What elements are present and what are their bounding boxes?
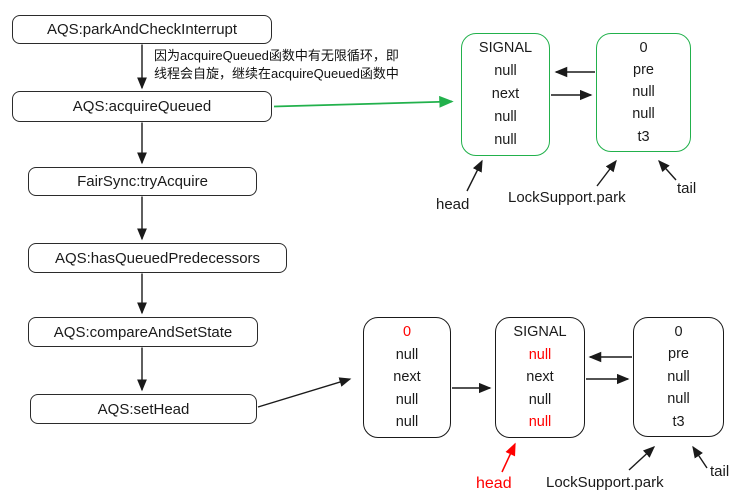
node-field: t3 xyxy=(672,413,685,430)
flow-box-park-and-check-interrupt: AQS:parkAndCheckInterrupt xyxy=(12,15,272,44)
node-field: null xyxy=(528,391,552,408)
node-field: pre xyxy=(668,346,689,363)
node-field: null xyxy=(632,106,655,123)
label-tail-after: tail xyxy=(710,463,730,480)
queue-after-node-tail: 0 pre null null t3 xyxy=(633,317,724,437)
flow-box-has-queued-predecessors: AQS:hasQueuedPredecessors xyxy=(28,243,287,273)
arrow-bottom-park-label xyxy=(628,446,656,471)
flow-box-set-head: AQS:setHead xyxy=(30,394,257,424)
node-field: 0 xyxy=(674,323,683,340)
node-field: null xyxy=(528,346,552,363)
node-field: null xyxy=(494,132,517,149)
label-head-after: head xyxy=(476,475,512,492)
node-field: null xyxy=(395,346,419,363)
queue-before-node-tail: 0 pre null null t3 xyxy=(596,33,691,152)
node-field: 0 xyxy=(402,324,412,341)
label-locksupport-park-before: LockSupport.park xyxy=(508,189,626,206)
node-field: 0 xyxy=(639,39,648,56)
node-field: null xyxy=(494,63,517,80)
arrow-top-tail-label xyxy=(658,159,677,181)
arrow-bottom-tail-label xyxy=(692,445,708,469)
node-field: next xyxy=(393,369,421,386)
arrow-bottom-head-label xyxy=(501,442,516,473)
annotation-line-2: 线程会自旋，继续在acquireQueued函数中 xyxy=(154,66,399,81)
node-field: null xyxy=(667,391,690,408)
node-field: null xyxy=(528,414,552,431)
node-field: SIGNAL xyxy=(478,40,533,57)
queue-after-node-new-head: SIGNAL null next null null xyxy=(495,317,585,438)
flow-box-acquire-queued: AQS:acquireQueued xyxy=(12,91,272,122)
annotation-note: 因为acquireQueued函数中有无限循环，即 线程会自旋，继续在acqui… xyxy=(154,47,399,83)
arrow-acquirequeued-to-head xyxy=(273,95,454,108)
label-head-before: head xyxy=(436,196,470,213)
node-field: null xyxy=(632,84,655,101)
arrow-top-head-label xyxy=(466,159,483,192)
node-field: pre xyxy=(633,62,654,79)
arrow-top-park-label xyxy=(596,159,617,187)
node-field: next xyxy=(491,86,520,103)
queue-before-node-head: SIGNAL null next null null xyxy=(461,33,550,156)
node-field: t3 xyxy=(637,128,650,145)
flow-box-compare-and-set-state: AQS:compareAndSetState xyxy=(28,317,258,347)
node-field: null xyxy=(395,414,419,431)
arrow-sethead-to-node xyxy=(257,377,352,408)
queue-after-node-old-head: 0 null next null null xyxy=(363,317,451,438)
node-field: null xyxy=(667,368,690,385)
node-field: null xyxy=(395,391,419,408)
node-field: SIGNAL xyxy=(513,324,567,341)
flow-box-try-acquire: FairSync:tryAcquire xyxy=(28,167,257,196)
label-locksupport-park-after: LockSupport.park xyxy=(546,474,664,491)
label-tail-before: tail xyxy=(677,180,697,197)
node-field: next xyxy=(526,369,554,386)
node-field: null xyxy=(494,109,517,126)
annotation-line-1: 因为acquireQueued函数中有无限循环，即 xyxy=(154,48,399,63)
